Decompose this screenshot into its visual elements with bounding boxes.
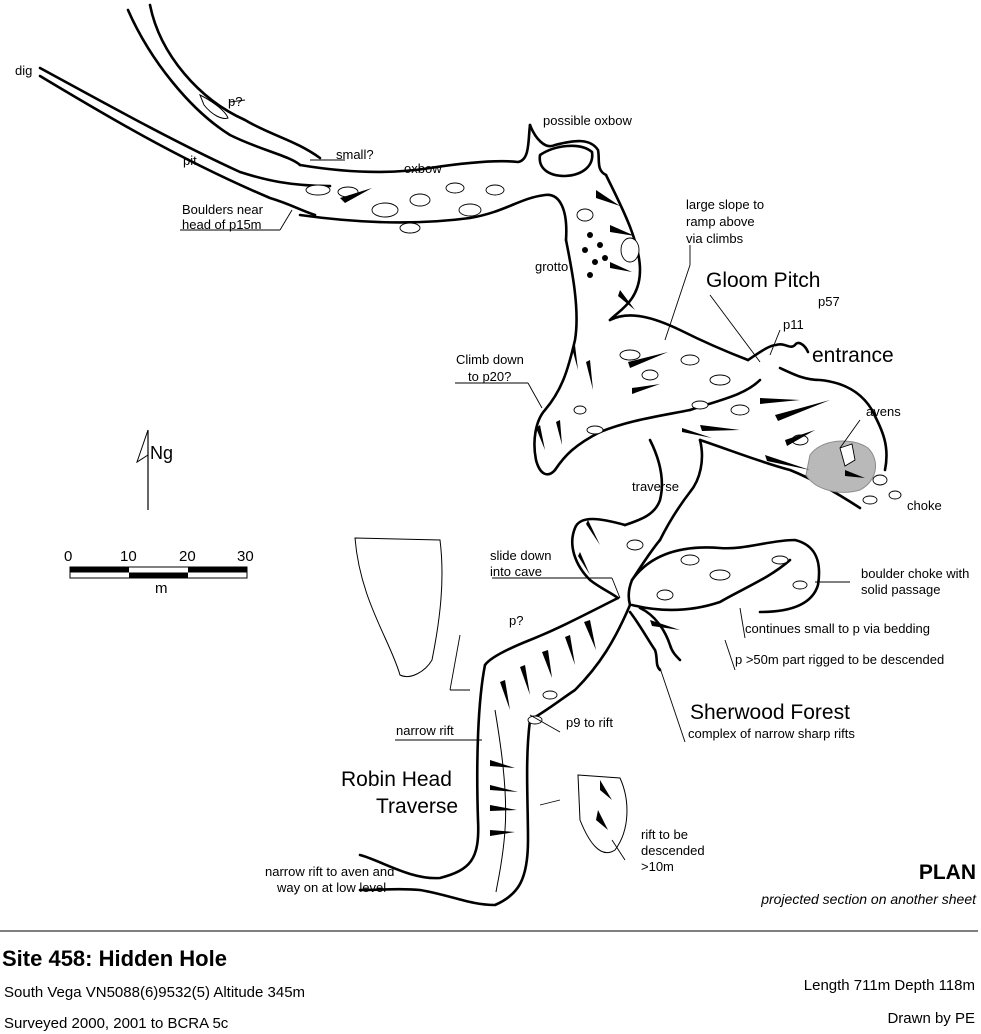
label-slide-down-1: slide down	[490, 548, 551, 563]
label-choke: choke	[907, 498, 942, 513]
p-outline	[199, 93, 229, 119]
survey-footer: Site 458: Hidden Hole South Vega VN5088(…	[0, 940, 981, 1034]
label-robin-head-2: Traverse	[376, 795, 458, 818]
boulders	[305, 182, 902, 725]
slope-wedges	[340, 188, 865, 836]
boulder-choke-south-wall	[630, 558, 792, 612]
grotto-west-wall	[533, 238, 578, 476]
label-sherwood-subtitle: complex of narrow sharp rifts	[688, 726, 855, 741]
label-boulders-1: Boulders near	[182, 202, 264, 217]
site-location: South Vega VN5088(6)9532(5) Altitude 345…	[4, 984, 306, 1001]
label-climb-down-2: to p20?	[468, 369, 511, 384]
oxbow-island	[538, 144, 594, 178]
plan-subtitle: projected section on another sheet	[760, 891, 977, 907]
upper-rift-west-wall	[126, 8, 302, 167]
label-pit: pit	[183, 153, 197, 168]
grotto-east-wall	[604, 173, 642, 322]
label-robin-head-1: Robin Head	[341, 768, 452, 791]
label-narrow-aven-1: narrow rift to aven and	[265, 864, 394, 879]
traverse-east-wall	[658, 438, 704, 542]
label-p-50: p >50m part rigged to be descended	[735, 652, 944, 667]
length-depth: Length 711m Depth 118m	[803, 977, 975, 994]
rift-outline-south	[577, 774, 628, 853]
robin-inner-outline	[494, 709, 507, 893]
oxbow-north-loop	[528, 123, 608, 177]
scale-tick-10: 10	[120, 548, 137, 565]
scale-tick-20: 20	[179, 548, 196, 565]
large-slope-south-wall	[553, 408, 692, 472]
scale-tick-30: 30	[237, 548, 254, 565]
scale-bar: 0 10 20 30 m	[64, 548, 254, 597]
leader-lines	[180, 99, 861, 861]
sherwood-rift-1	[628, 610, 662, 672]
label-small: small?	[336, 147, 374, 162]
robin-west-wall	[358, 663, 487, 880]
label-p11: p11	[783, 317, 804, 332]
label-p-q-lower: p?	[509, 613, 523, 628]
label-p57: p57	[818, 294, 840, 309]
site-title: Site 458: Hidden Hole	[2, 946, 227, 971]
survey-grade: Surveyed 2000, 2001 to BCRA 5c	[4, 1015, 229, 1032]
drawn-by: Drawn by PE	[887, 1010, 975, 1027]
north-label: Ng	[150, 443, 173, 463]
label-grotto: grotto	[535, 259, 568, 274]
label-gloom-pitch: Gloom Pitch	[706, 269, 820, 292]
label-slide-down-2: into cave	[490, 564, 542, 579]
robin-east-wall	[358, 718, 532, 907]
label-entrance: entrance	[812, 344, 894, 367]
traverse-west-wall	[623, 438, 664, 527]
label-continues-small: continues small to p via bedding	[745, 621, 930, 636]
label-oxbow: oxbow	[404, 161, 442, 176]
rift-outline-north	[354, 537, 443, 677]
label-traverse: traverse	[632, 479, 679, 494]
west-chamber-north-wall	[298, 123, 532, 174]
junction-north-wall	[570, 517, 627, 600]
label-rift-descend-1: rift to be	[641, 827, 688, 842]
sherwood-rift-2	[638, 606, 682, 662]
label-boulder-choke-1: boulder choke with	[861, 566, 969, 581]
label-narrow-aven-2: way on at low level	[276, 880, 386, 895]
label-boulders-2: head of p15m	[182, 217, 262, 232]
plan-title: PLAN	[919, 861, 976, 884]
upper-rift-east-wall	[148, 3, 322, 160]
avens-shaded-area	[805, 440, 876, 493]
label-large-slope-1: large slope to	[686, 197, 764, 212]
entrance-north-wall	[746, 341, 810, 362]
passage-walls	[38, 3, 888, 907]
label-narrow-rift: narrow rift	[396, 723, 454, 738]
dig-passage-north-wall	[38, 66, 332, 188]
label-rift-descend-3: >10m	[641, 859, 674, 874]
label-p9-to-rift: p9 to rift	[566, 715, 613, 730]
aven-outline	[839, 443, 856, 467]
label-p-q-upper: p?	[228, 94, 242, 109]
scale-unit: m	[155, 580, 168, 597]
label-sherwood-forest: Sherwood Forest	[690, 701, 850, 724]
descent-north-wall	[483, 596, 620, 667]
label-large-slope-2: ramp above	[686, 214, 755, 229]
label-climb-down-1: Climb down	[456, 352, 524, 367]
descent-south-wall	[528, 603, 632, 722]
label-large-slope-3: via climbs	[686, 231, 744, 246]
label-possible-oxbow: possible oxbow	[543, 113, 632, 128]
large-slope-north-wall	[608, 314, 750, 362]
boulder-choke-north-wall	[630, 538, 821, 614]
scale-tick-0: 0	[64, 548, 72, 565]
label-boulder-choke-2: solid passage	[861, 582, 941, 597]
dig-passage-south-wall	[38, 74, 317, 217]
map-labels: dig p? pit small? oxbow possible oxbow B…	[15, 63, 969, 895]
label-dig: dig	[15, 63, 32, 78]
entrance-chamber-north-wall	[778, 366, 888, 472]
label-avens: avens	[866, 404, 901, 419]
north-arrow: Ng	[136, 429, 173, 510]
west-chamber-south-wall	[298, 193, 568, 242]
grotto-formations	[582, 232, 608, 278]
label-rift-descend-2: descended	[641, 843, 705, 858]
